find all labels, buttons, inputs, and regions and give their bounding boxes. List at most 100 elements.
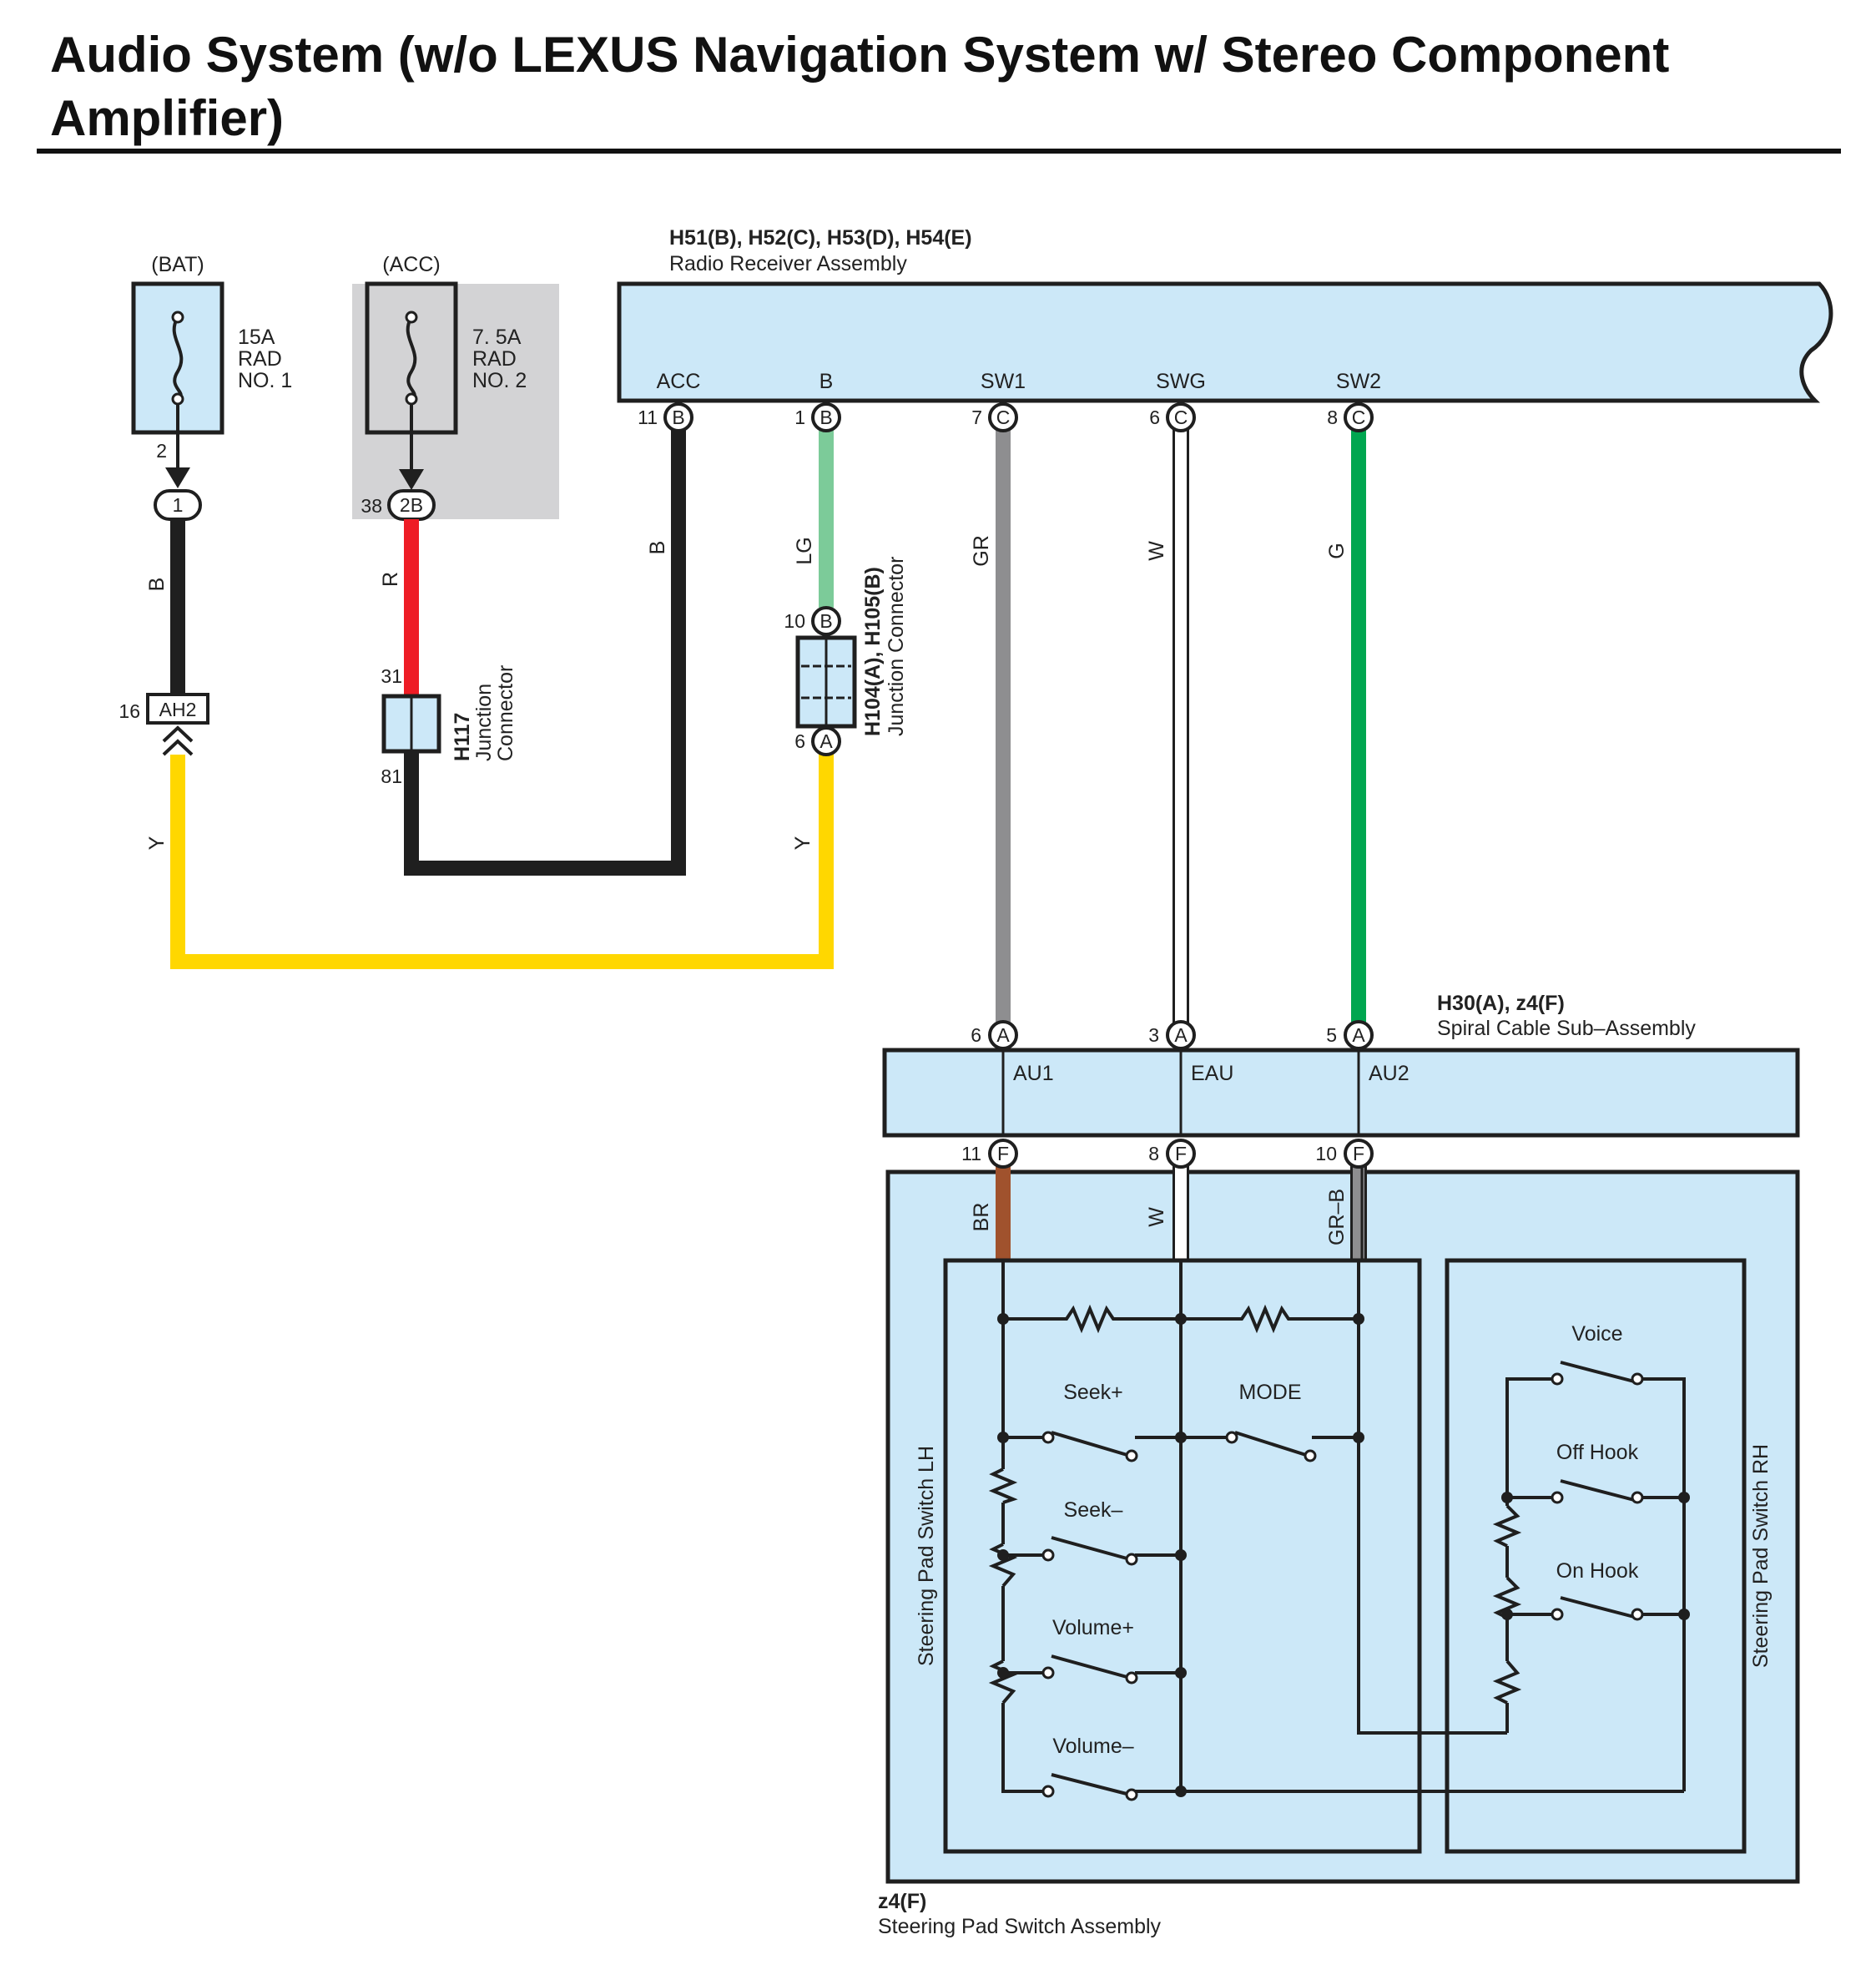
svg-text:10: 10 (1315, 1143, 1337, 1164)
switch-label-off-hook: Off Hook (1556, 1441, 1639, 1464)
fuse-bat-name1: RAD (238, 347, 282, 371)
ah2-chevron-icon (162, 725, 194, 743)
fuse-symbol-acc (406, 316, 417, 401)
h104-pin-top: B 10 (784, 606, 841, 636)
spiral-cable-box (882, 1048, 1800, 1138)
spiral-pin-top-au1: A 6 (971, 1020, 1018, 1050)
svg-text:A: A (1174, 1024, 1188, 1046)
switch-label-seek-minus: Seek– (1064, 1498, 1123, 1522)
h117-name2: Connector (494, 665, 517, 761)
h117-name1: Junction (472, 684, 496, 761)
fuse-node-acc-top (405, 311, 418, 324)
radio-pin-acc: B 11 (638, 402, 693, 432)
ah2-connector-label: AH2 (159, 699, 197, 720)
radio-pin-sw2: C 8 (1327, 402, 1374, 432)
lh-contact-nodes (1041, 1431, 1317, 1801)
svg-text:1: 1 (794, 407, 805, 428)
spiral-pin-bottom-au1: F 11 (961, 1139, 1018, 1169)
spiral-code: H30(A), z4(F) (1437, 992, 1565, 1015)
h117-code: H117 (451, 713, 474, 761)
acc-arrow-icon (399, 469, 424, 490)
fuse-node-bat-bottom (171, 392, 184, 406)
switch-label-voice: Voice (1571, 1322, 1622, 1346)
wire-acc-return-b (404, 429, 686, 876)
spiral-pin-bottom-eau: F 8 (1148, 1139, 1196, 1169)
lh-circuit (988, 1260, 1684, 1796)
ah2-chevron-icon-2 (162, 739, 194, 756)
radio-pin-sw1: C 7 (971, 402, 1018, 432)
h117-pin-top: 31 (381, 665, 402, 687)
fuse-bat: (BAT) 15A RAD NO. 1 (131, 253, 292, 435)
fuse-node-acc-bottom (405, 392, 418, 406)
rh-switch-label: Steering Pad Switch RH (1749, 1444, 1773, 1668)
radio-pin-swg: C 6 (1149, 402, 1196, 432)
acc-supply-label: (ACC) (382, 253, 440, 276)
page-title: Audio System (w/o LEXUS Navigation Syste… (50, 27, 1670, 146)
svg-text:6: 6 (794, 730, 805, 752)
fuse-acc-name2: NO. 2 (472, 369, 527, 392)
title-rule (37, 149, 1841, 154)
steering-code: z4(F) (878, 1890, 926, 1913)
acc-connector-label: 2B (400, 494, 423, 516)
fuse-acc-rating: 7. 5A (472, 326, 522, 349)
wire-sw1-label: GR (970, 535, 993, 567)
wire-acc-label: R (379, 572, 402, 587)
radio-terminal-sw1: SW1 (981, 370, 1026, 393)
h117-pin-bottom: 81 (381, 765, 402, 787)
ah2-pin-label: 16 (119, 700, 140, 722)
svg-text:F: F (1175, 1143, 1187, 1164)
spiral-pin-top-au2: A 5 (1326, 1020, 1374, 1050)
wire-yellow (170, 746, 834, 969)
fuse-symbol-bat (172, 316, 184, 401)
wire-y-left-label: Y (145, 836, 169, 850)
fuse-bat-name2: NO. 1 (238, 369, 292, 392)
radio-terminal-swg: SWG (1156, 370, 1206, 393)
switch-label-volume-minus: Volume– (1052, 1735, 1133, 1758)
svg-text:10: 10 (784, 610, 805, 632)
svg-text:C: C (996, 407, 1011, 428)
wire-sw2-label: G (1325, 543, 1349, 558)
switch-label-seek-plus: Seek+ (1063, 1381, 1123, 1404)
svg-text:A: A (996, 1024, 1010, 1046)
switch-label-volume-plus: Volume+ (1052, 1616, 1134, 1639)
spiral-name: Spiral Cable Sub–Assembly (1437, 1017, 1696, 1040)
svg-text:6: 6 (1149, 407, 1160, 428)
wire-au2-label: GR–B (1325, 1189, 1349, 1245)
wire-au1-label: BR (970, 1203, 993, 1232)
bat-connector-label: 1 (173, 494, 184, 516)
svg-text:F: F (1353, 1143, 1364, 1164)
h104-code: H104(A), H105(B) (861, 567, 885, 736)
svg-text:A: A (819, 730, 833, 752)
svg-text:8: 8 (1148, 1143, 1159, 1164)
radio-pin-b: B 1 (794, 402, 841, 432)
spiral-pin-top-eau: A 3 (1148, 1020, 1196, 1050)
wire-swg-label: W (1145, 541, 1168, 561)
radio-terminal-b: B (819, 370, 834, 393)
svg-text:11: 11 (961, 1143, 981, 1164)
steering-name: Steering Pad Switch Assembly (878, 1915, 1162, 1938)
fuse-acc: (ACC) 7. 5A RAD NO. 2 (365, 253, 527, 435)
fuse-acc-name1: RAD (472, 347, 517, 371)
fuse-node-bat-top (171, 311, 184, 324)
svg-text:C: C (1352, 407, 1366, 428)
radio-receiver-box (617, 281, 1833, 403)
wire-acc-return-label: B (646, 541, 669, 555)
rh-contact-nodes (1551, 1372, 1644, 1621)
spiral-label-eau: EAU (1191, 1062, 1233, 1085)
rh-switch-box (1445, 1258, 1747, 1854)
lh-junction-dots (997, 1313, 1364, 1797)
bat-supply-label: (BAT) (151, 253, 204, 276)
svg-text:B: B (672, 407, 684, 428)
svg-text:3: 3 (1148, 1024, 1159, 1046)
radio-terminal-acc: ACC (657, 370, 701, 393)
bat-pin-label: 2 (156, 440, 167, 462)
wire-lg-label: LG (793, 537, 816, 564)
rh-circuit (1492, 1361, 1686, 1791)
switch-label-mode: MODE (1239, 1381, 1302, 1404)
wire-y-right-label: Y (791, 836, 814, 850)
radio-code: H51(B), H52(C), H53(D), H54(E) (669, 226, 972, 250)
svg-text:6: 6 (971, 1024, 981, 1046)
svg-text:5: 5 (1326, 1024, 1337, 1046)
svg-text:7: 7 (971, 407, 982, 428)
